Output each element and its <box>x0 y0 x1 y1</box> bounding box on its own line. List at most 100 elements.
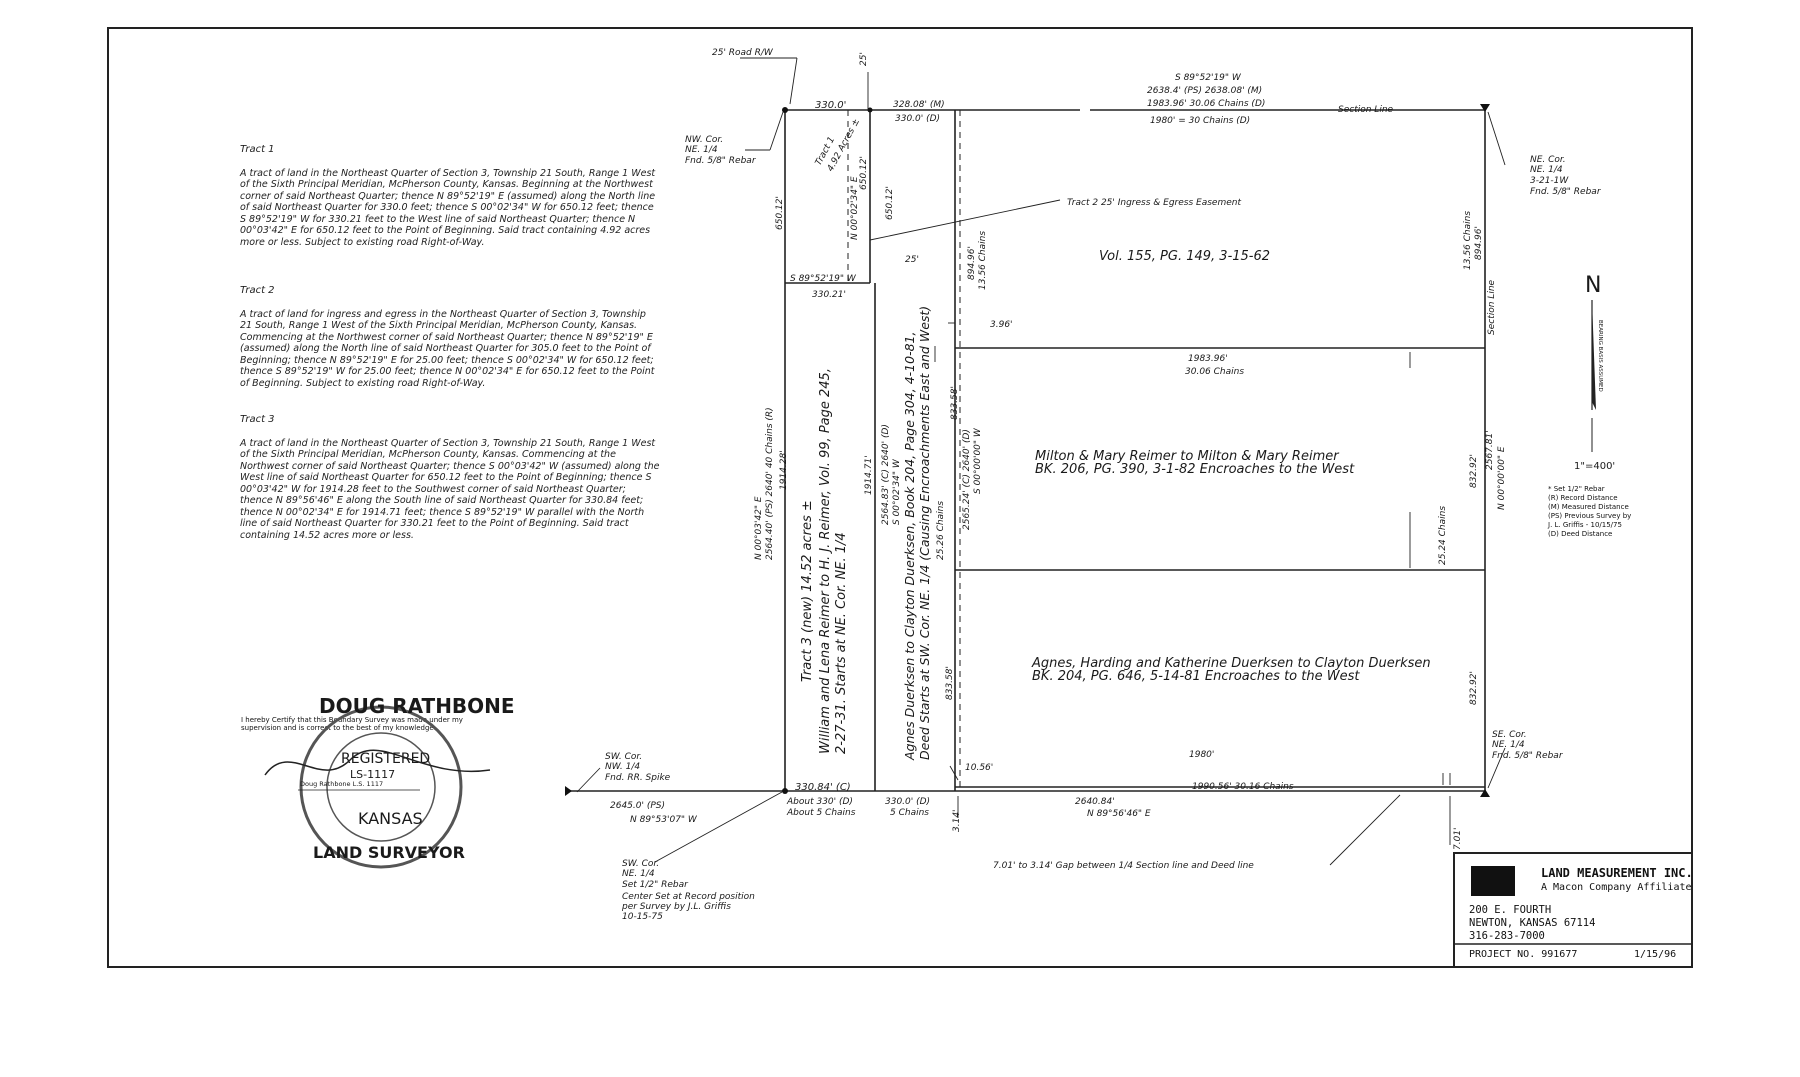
seal-state: KANSAS <box>358 809 423 828</box>
seal-ls-number: LS-1117 <box>350 768 395 781</box>
tract-3-description: Tract 3 A tract of land in the Northeast… <box>240 414 660 541</box>
north-arrow-letter: N <box>1585 273 1601 298</box>
south-bearing-e: N 89°56'46" E <box>1087 809 1151 819</box>
sw-nw-corner-marker <box>565 786 572 796</box>
tract3-text-line1: Tract 3 (new) 14.52 acres ± <box>800 500 815 682</box>
tract-1-heading: Tract 1 <box>240 144 275 155</box>
sw-nw-line3: Fnd. RR. Spike <box>605 773 671 783</box>
scale-label: 1"=400' <box>1574 461 1615 472</box>
west-bearing: N 00°03'42" E <box>754 496 764 560</box>
chains-2524: 25.24 Chains <box>1438 506 1448 565</box>
t3-bearing: S 00°02'34" W <box>892 458 902 525</box>
sw-cor-ne-line4: Center Set at Record position <box>622 892 755 902</box>
milton-text-line2: BK. 206, PG. 390, 3-1-82 Encroaches to t… <box>1035 462 1355 477</box>
south-5-chains: 5 Chains <box>890 808 929 818</box>
dim-894-a: 894.96' <box>967 246 977 280</box>
agnes2-text-line2: BK. 204, PG. 646, 5-14-81 Encroaches to … <box>1032 669 1360 684</box>
tract-2-heading: Tract 2 <box>240 285 275 296</box>
south-about-5: About 5 Chains <box>786 808 856 818</box>
signature-line-text: Doug Rathbone L.S. 1117 <box>300 780 383 788</box>
chains-1356-a: 13.56 Chains <box>978 231 988 290</box>
section-line-top: Section Line <box>1338 105 1394 115</box>
north-bearing: S 89°52'19" W <box>1175 73 1242 83</box>
sw-cor-ne-line2: NE. 1/4 <box>622 869 655 879</box>
dim-7-01: 7.01' <box>1453 827 1463 850</box>
dim-833-a: 833.58' <box>950 386 960 420</box>
tract-1-body: A tract of land in the Northeast Quarter… <box>240 167 656 248</box>
dim-832-a: 832.92' <box>1469 454 1479 488</box>
legend-item: (M) Measured Distance <box>1548 503 1629 511</box>
tract-3-heading: Tract 3 <box>240 414 275 425</box>
se-corner-marker <box>1480 789 1490 797</box>
road-rw-label: 25' Road R/W <box>712 48 774 58</box>
gap-note: 7.01' to 3.14' Gap between 1/4 Section l… <box>993 861 1254 871</box>
nw-corner-marker <box>782 107 788 113</box>
tract3-text-line3: 2-27-31. Starts at NE. Cor. NE. 1/4 <box>834 532 849 754</box>
seal-bottom-text: LAND SURVEYOR <box>313 843 465 862</box>
legend: * Set 1/2" Rebar (R) Record Distance (M)… <box>1548 485 1631 539</box>
south-bearing-w: N 89°53'07" W <box>630 815 698 825</box>
tract-2-body: A tract of land for ingress and egress i… <box>240 308 655 389</box>
legend-item: (PS) Previous Survey by <box>1548 512 1632 520</box>
surveyor-certificate: I hereby Certify that this Boundary Surv… <box>241 716 463 732</box>
company-phone: 316-283-7000 <box>1469 930 1545 942</box>
north-arrow-icon: N BEARING BASIS ASSUMED 1"=400' <box>1574 273 1615 472</box>
tract-3-body: A tract of land in the Northeast Quarter… <box>240 437 660 541</box>
north-328-m: 328.08' (M) <box>893 100 945 110</box>
dim-2526: 25.26 Chains <box>936 501 946 560</box>
dim-3-14: 3.14' <box>952 809 962 832</box>
nw-cor-line1: NW. Cor. <box>685 135 723 145</box>
nw-cor-line3: Fnd. 5/8" Rebar <box>685 156 757 166</box>
project-date: 1/15/96 <box>1634 949 1677 960</box>
seal-top-text: DOUG RATHBONE <box>319 694 515 718</box>
south-about-330: About 330' (D) <box>786 797 853 807</box>
dim-832-b: 832.92' <box>1469 671 1479 705</box>
bearing-basis-note: BEARING BASIS ASSUMED <box>1597 320 1603 392</box>
se-cor-line3: Fnd. 5/8" Rebar <box>1492 751 1564 761</box>
company-name: LAND MEASUREMENT INC. <box>1541 866 1693 880</box>
vol155-label: Vol. 155, PG. 149, 3-15-62 <box>1099 249 1270 264</box>
tract1-dim-left: 650.12' <box>775 196 785 230</box>
se-cor-line1: SE. Cor. <box>1492 730 1527 740</box>
north-ps-dist: 2638.4' (PS) 2638.08' (M) <box>1147 86 1262 96</box>
signature-mark <box>264 749 491 776</box>
tract1-south-bearing: S 89°52'19" W <box>790 274 857 284</box>
address-line-1: 200 E. FOURTH <box>1469 904 1552 916</box>
ne-cor-line4: Fnd. 5/8" Rebar <box>1530 187 1602 197</box>
drawing-border <box>107 27 1693 968</box>
dim-25-mid: 25' <box>905 255 919 265</box>
t3-1914-71: 1914.71' <box>864 455 874 495</box>
tract3-text-line2: William and Lena Reimer to H. J. Reimer,… <box>818 368 833 754</box>
mid-dist: 1983.96' <box>1188 354 1228 364</box>
south-330-d: 330.0' (D) <box>885 797 930 807</box>
company-affiliate: A Macon Company Affiliate <box>1541 882 1692 893</box>
north-deed-dist: 1980' = 30 Chains (D) <box>1150 116 1250 126</box>
s-bearing-c: S 00°00'00" W <box>973 427 983 494</box>
dim-25-top: 25' <box>859 52 869 66</box>
north-chains: 1983.96' 30.06 Chains (D) <box>1147 99 1265 109</box>
nw-cor-line2: NE. 1/4 <box>685 145 718 155</box>
ne-corner-marker <box>1480 104 1490 112</box>
legend-item: J. L. Griffis - 10/15/75 <box>1548 521 1622 529</box>
sw-cor-ne-line1: SW. Cor. <box>622 859 659 869</box>
north-330: 330.0' <box>815 100 846 111</box>
tract1-bearing-right: N 00°02'34" E <box>850 176 860 240</box>
section-line-right: Section Line <box>1487 279 1497 335</box>
sw-corner-marker <box>782 788 788 794</box>
chains-1356-b: 13.56 Chains <box>1463 211 1473 270</box>
sw-cor-ne-line3: Set 1/2" Rebar <box>622 880 689 890</box>
ne-cor-line3: 3-21-1W <box>1530 176 1569 186</box>
sw-nw-line1: SW. Cor. <box>605 752 642 762</box>
tract-2-description: Tract 2 A tract of land for ingress and … <box>240 285 660 389</box>
dim-894-b: 894.96' <box>1474 226 1484 260</box>
tract-1-description: Tract 1 A tract of land in the Northeast… <box>240 144 660 248</box>
agnes2-text-line1: Agnes, Harding and Katherine Duerksen to… <box>1031 656 1431 671</box>
west-dist: 2564.40' (PS) 2640' 40 Chains (R) <box>765 407 775 560</box>
south-2645: 2645.0' (PS) <box>610 801 665 811</box>
milton-text-line1: Milton & Mary Reimer to Milton & Mary Re… <box>1035 449 1340 464</box>
ne-cor-line1: NE. Cor. <box>1530 155 1566 165</box>
south-33084: 330.84' (C) <box>795 782 851 793</box>
company-address: 200 E. FOURTH NEWTON, KANSAS 67114 316-2… <box>1469 904 1595 943</box>
dim-2565: 2565.24' (C) 2640' (D) <box>962 429 972 530</box>
